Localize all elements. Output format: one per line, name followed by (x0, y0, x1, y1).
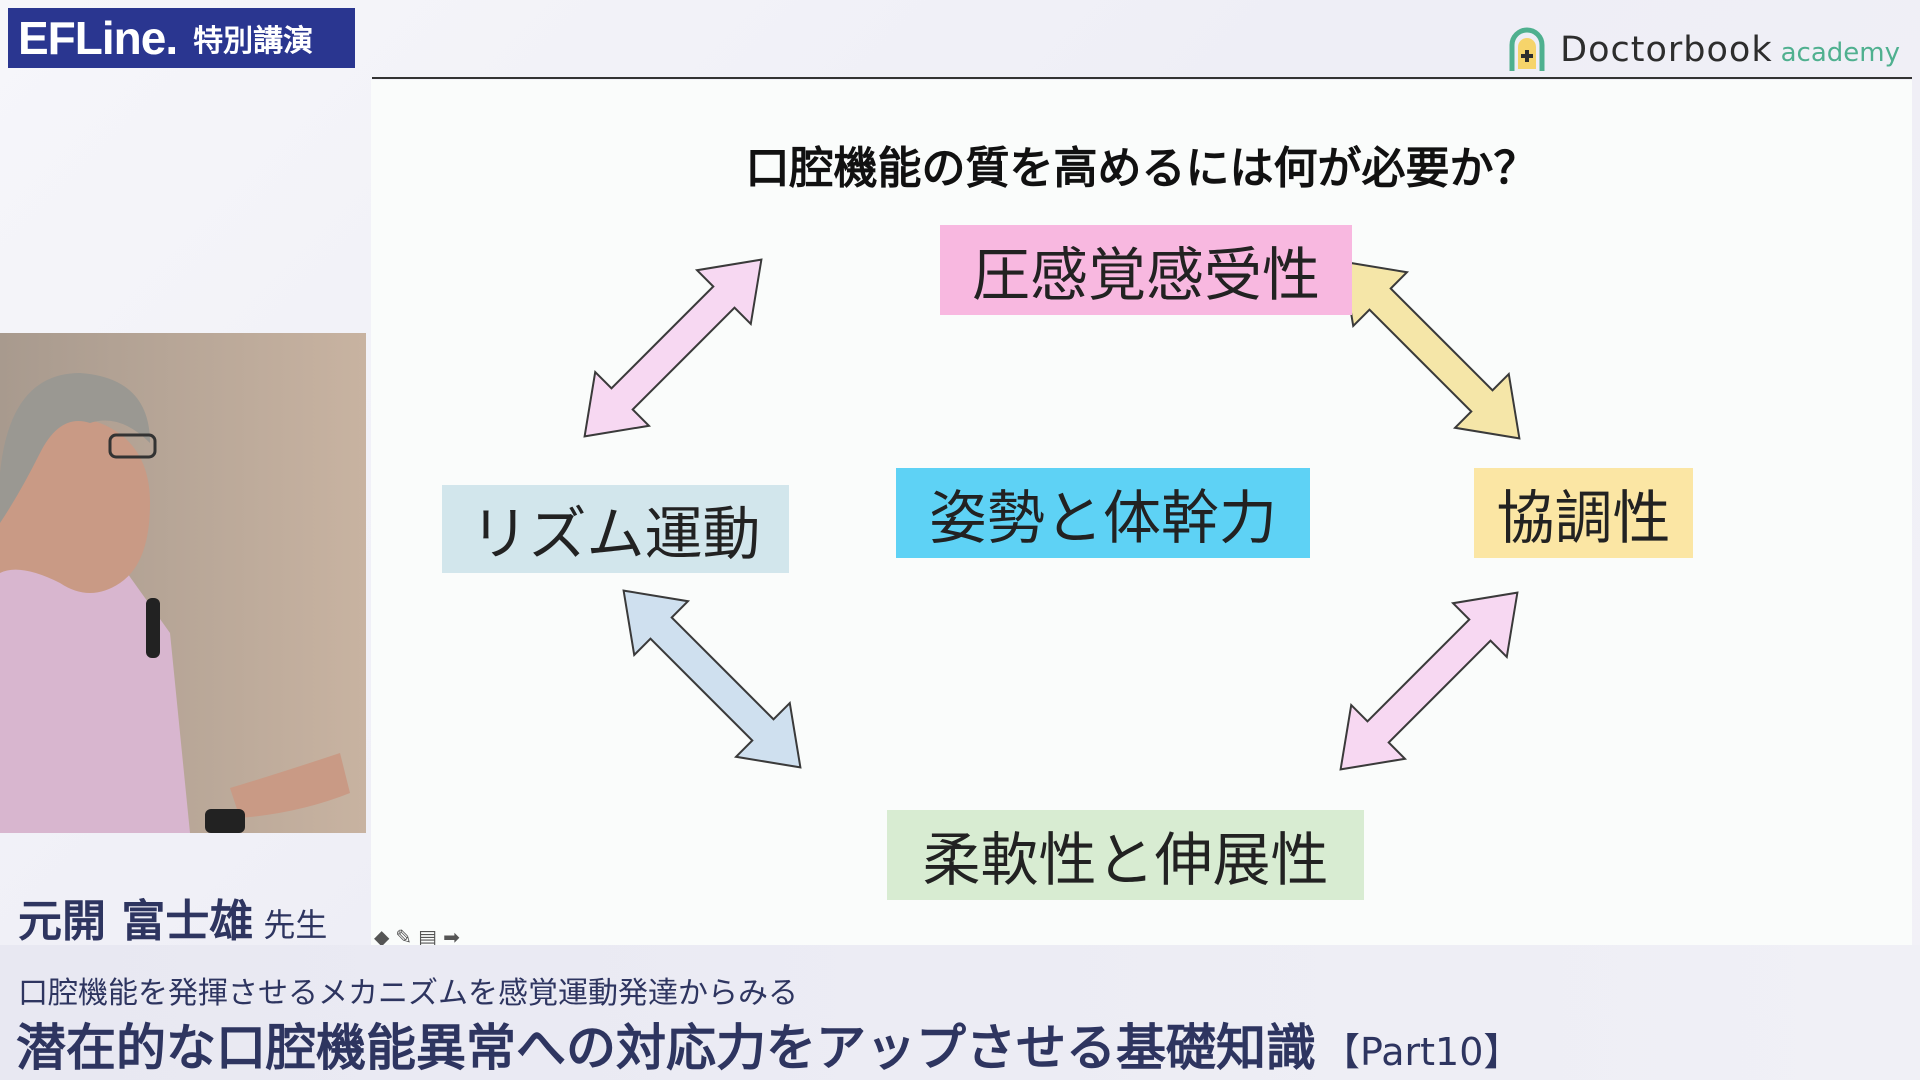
node-rhythm-movement: リズム運動 (442, 485, 789, 573)
header-divider (372, 77, 1912, 79)
doctorbook-logo: Doctorbook academy (1508, 22, 1900, 78)
slide-controls: ◆ ✎ ▤ ➡ (374, 925, 460, 949)
node-posture-core: 姿勢と体幹力 (896, 468, 1310, 558)
brand-name: EFLine. (18, 12, 178, 64)
doctorbook-logo-icon (1509, 27, 1545, 71)
arrow-top-left (583, 258, 763, 438)
node-coordination: 協調性 (1474, 468, 1693, 558)
arrow-bottom-left (622, 589, 802, 769)
speaker-honorific: 先生 (263, 906, 328, 944)
arrow-top-right (1341, 260, 1521, 440)
brand-badge: EFLine. 特別講演 (8, 8, 355, 68)
prev-slide-icon[interactable]: ◆ (374, 925, 390, 949)
part-label: 【Part10】 (1322, 1030, 1522, 1074)
logo-text: Doctorbook (1560, 30, 1773, 70)
arrow-bottom-right (1339, 591, 1519, 771)
pen-icon[interactable]: ✎ (395, 925, 413, 949)
node-pressure-sensitivity: 圧感覚感受性 (940, 225, 1352, 315)
logo-subtext: academy (1780, 38, 1900, 68)
lecture-title-text: 潜在的な口腔機能異常への対応力をアップさせる基礎知識 (16, 1019, 1316, 1077)
node-label: 柔軟性と伸展性 (922, 826, 1329, 894)
menu-icon[interactable]: ▤ (418, 925, 438, 949)
speaker-name: 元開 富士雄先生 (18, 885, 327, 949)
lecture-title-band (0, 945, 1920, 1080)
brand-subtitle: 特別講演 (193, 24, 314, 59)
next-slide-icon[interactable]: ➡ (443, 925, 460, 949)
relationship-arrows (583, 258, 1521, 771)
speaker-name-text: 元開 富士雄 (18, 896, 254, 947)
speaker-portrait (0, 333, 366, 833)
node-label: リズム運動 (470, 500, 761, 568)
node-flexibility-extension: 柔軟性と伸展性 (887, 810, 1364, 900)
speaker-video (0, 333, 366, 833)
lecture-subtitle: 口腔機能を発揮させるメカニズムを感覚運動発達からみる (18, 976, 798, 1011)
slide-title: 口腔機能の質を高めるには何が必要か？ (745, 143, 1538, 194)
presentation-slide: 口腔機能の質を高めるには何が必要か？ 圧感覚感受性 姿勢と体幹力 リズム運動 協… (371, 80, 1912, 945)
node-label: 協調性 (1496, 484, 1671, 552)
node-label: 姿勢と体幹力 (928, 484, 1277, 552)
node-label: 圧感覚感受性 (971, 241, 1320, 309)
lecture-title: 潜在的な口腔機能異常への対応力をアップさせる基礎知識【Part10】 (16, 1008, 1521, 1080)
